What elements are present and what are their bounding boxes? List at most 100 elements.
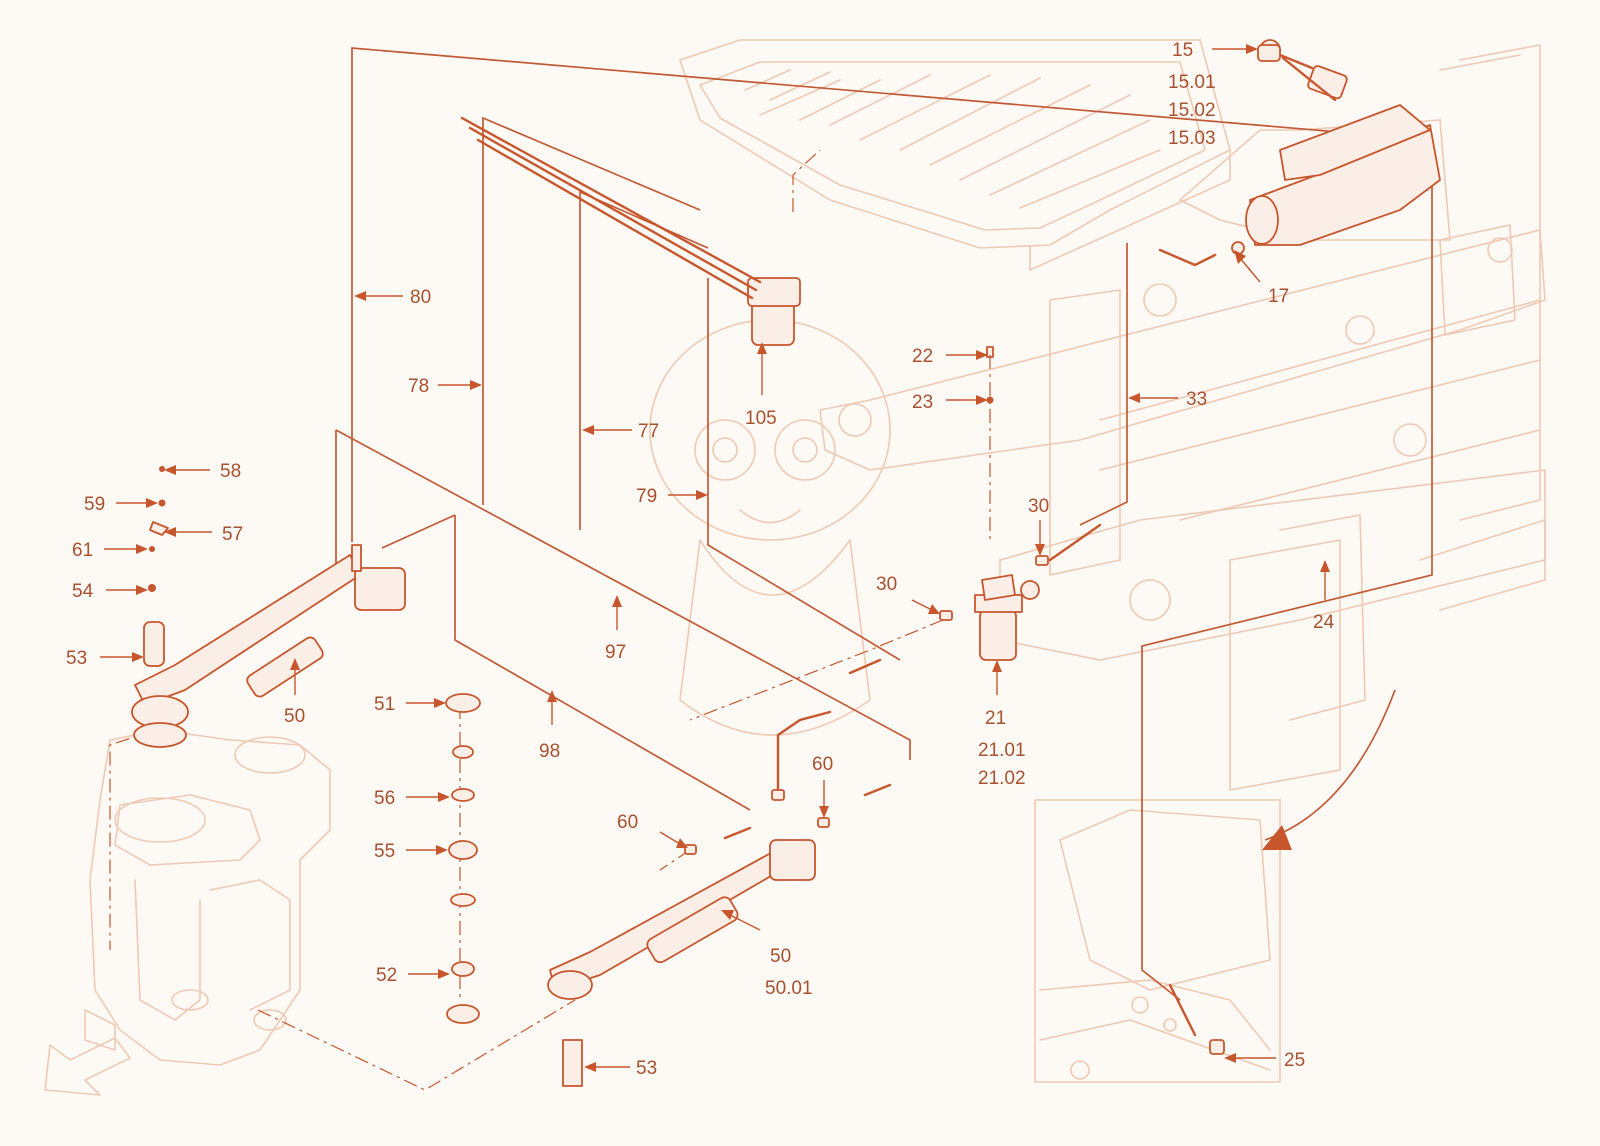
part-50-cylinder-lower: [547, 839, 816, 1087]
callout-21: 21: [985, 708, 1006, 729]
callout-77: 77: [638, 421, 659, 442]
part-50-cylinder-upper: [131, 544, 406, 748]
callout-15-02: 15.02: [1168, 100, 1216, 121]
ghost-direction-arrow: [44, 1037, 131, 1096]
callout-24: 24: [1313, 612, 1335, 633]
detail-pointer-arrow: [1264, 689, 1396, 841]
callout-30-b: 30: [1028, 496, 1049, 517]
detail-inset: [1034, 799, 1281, 1083]
callout-15-03: 15.03: [1168, 128, 1216, 149]
ghost-cab-floor: [679, 39, 1231, 271]
part-steering-pump: [1245, 39, 1441, 246]
ghost-mascot-watermark: [649, 319, 891, 736]
leader-77-head: [582, 425, 594, 435]
callout-61: 61: [72, 540, 93, 561]
callout-53-lower: 53: [636, 1058, 657, 1079]
leader-60-b-head: [819, 806, 829, 818]
callout-21-01: 21.01: [978, 740, 1026, 761]
callout-59: 59: [84, 494, 105, 515]
leader-57-head: [164, 527, 176, 537]
callout-33: 33: [1186, 389, 1207, 410]
callout-80: 80: [410, 287, 431, 308]
leader-60-a-head: [676, 838, 688, 848]
leader-80-head: [354, 291, 366, 301]
part-hose-79: [848, 658, 882, 675]
leader-55-head: [436, 845, 448, 855]
parts: [131, 39, 1441, 1087]
leader-17-head: [1234, 250, 1246, 264]
callout-58: 58: [220, 461, 241, 482]
routing-lines: [109, 47, 1433, 1091]
leader-17: [1239, 257, 1261, 283]
callout-50-lower: 50: [770, 946, 791, 967]
part-hose-98: [723, 826, 752, 840]
leader-30-a: [911, 599, 933, 611]
callout-15: 15: [1172, 40, 1193, 61]
callout-98: 98: [539, 741, 560, 762]
part-105-steering-unit: [460, 116, 801, 346]
axis-line-filter: [689, 619, 944, 721]
axis-line-floor: [792, 149, 821, 212]
callout-21-02: 21.02: [978, 768, 1026, 789]
leader-24-head: [1320, 560, 1330, 572]
callout-105: 105: [745, 408, 777, 429]
callout-53-left: 53: [66, 648, 87, 669]
ghost-front-frame: [84, 729, 331, 1066]
route-79: [707, 278, 901, 661]
leader-61-head: [136, 544, 148, 554]
callout-17: 17: [1268, 286, 1289, 307]
route-24: [1141, 470, 1433, 1001]
callout-30-a: 30: [876, 574, 897, 595]
detail-pointer-arrowhead: [1262, 825, 1292, 850]
part-hose-97: [863, 783, 892, 797]
callout-25: 25: [1284, 1050, 1305, 1071]
leader-53-left-head: [132, 652, 144, 662]
axis-line-bottom: [257, 999, 576, 1091]
callout-50-01: 50.01: [765, 978, 813, 999]
callout-51: 51: [374, 694, 395, 715]
route-80: [351, 47, 1433, 542]
leader-21-head: [992, 660, 1002, 672]
callout-56: 56: [374, 788, 395, 809]
leader-79-head: [696, 490, 708, 500]
part-bushing-stack: [445, 693, 481, 1024]
leader-56-head: [438, 792, 450, 802]
part-15-hose: [1281, 56, 1337, 102]
leader-23-head: [976, 395, 988, 405]
leader-51-head: [434, 698, 446, 708]
callout-97: 97: [605, 642, 626, 663]
axis-line-left-pivot: [109, 729, 156, 950]
part-25-fitting: [1168, 983, 1225, 1055]
part-30-fitting-a: [939, 610, 953, 621]
leader-30-a-head: [928, 604, 940, 614]
leader-78-head: [470, 380, 482, 390]
callout-54: 54: [72, 581, 94, 602]
ghost-context: [44, 39, 1546, 1096]
route-33: [1079, 243, 1128, 526]
part-60-fitting-b: [817, 817, 830, 828]
part-pin-stack-left: [143, 466, 169, 667]
part-22-23-bolts: [986, 346, 994, 540]
leader-25-head: [1224, 1053, 1236, 1063]
leader-30-b-head: [1035, 544, 1045, 556]
callout-78: 78: [408, 376, 429, 397]
part-17-elbow: [1158, 241, 1245, 267]
callout-52: 52: [376, 965, 397, 986]
callout-57: 57: [222, 524, 243, 545]
part-hose-33: [1048, 523, 1102, 562]
part-15-cap: [1257, 44, 1281, 62]
route-98: [381, 514, 751, 811]
leader-50-lower-head: [721, 910, 734, 920]
callout-79: 79: [636, 486, 657, 507]
leader-98-head: [547, 690, 557, 702]
callout-60-b: 60: [812, 754, 833, 775]
leader-33-head: [1128, 393, 1140, 403]
leader-22-head: [976, 350, 988, 360]
part-21-filter: [974, 574, 1040, 661]
leader-105-head: [757, 342, 767, 354]
leader-54-head: [136, 585, 148, 595]
leader-53-lower-head: [584, 1062, 596, 1072]
callout-60-a: 60: [617, 812, 638, 833]
